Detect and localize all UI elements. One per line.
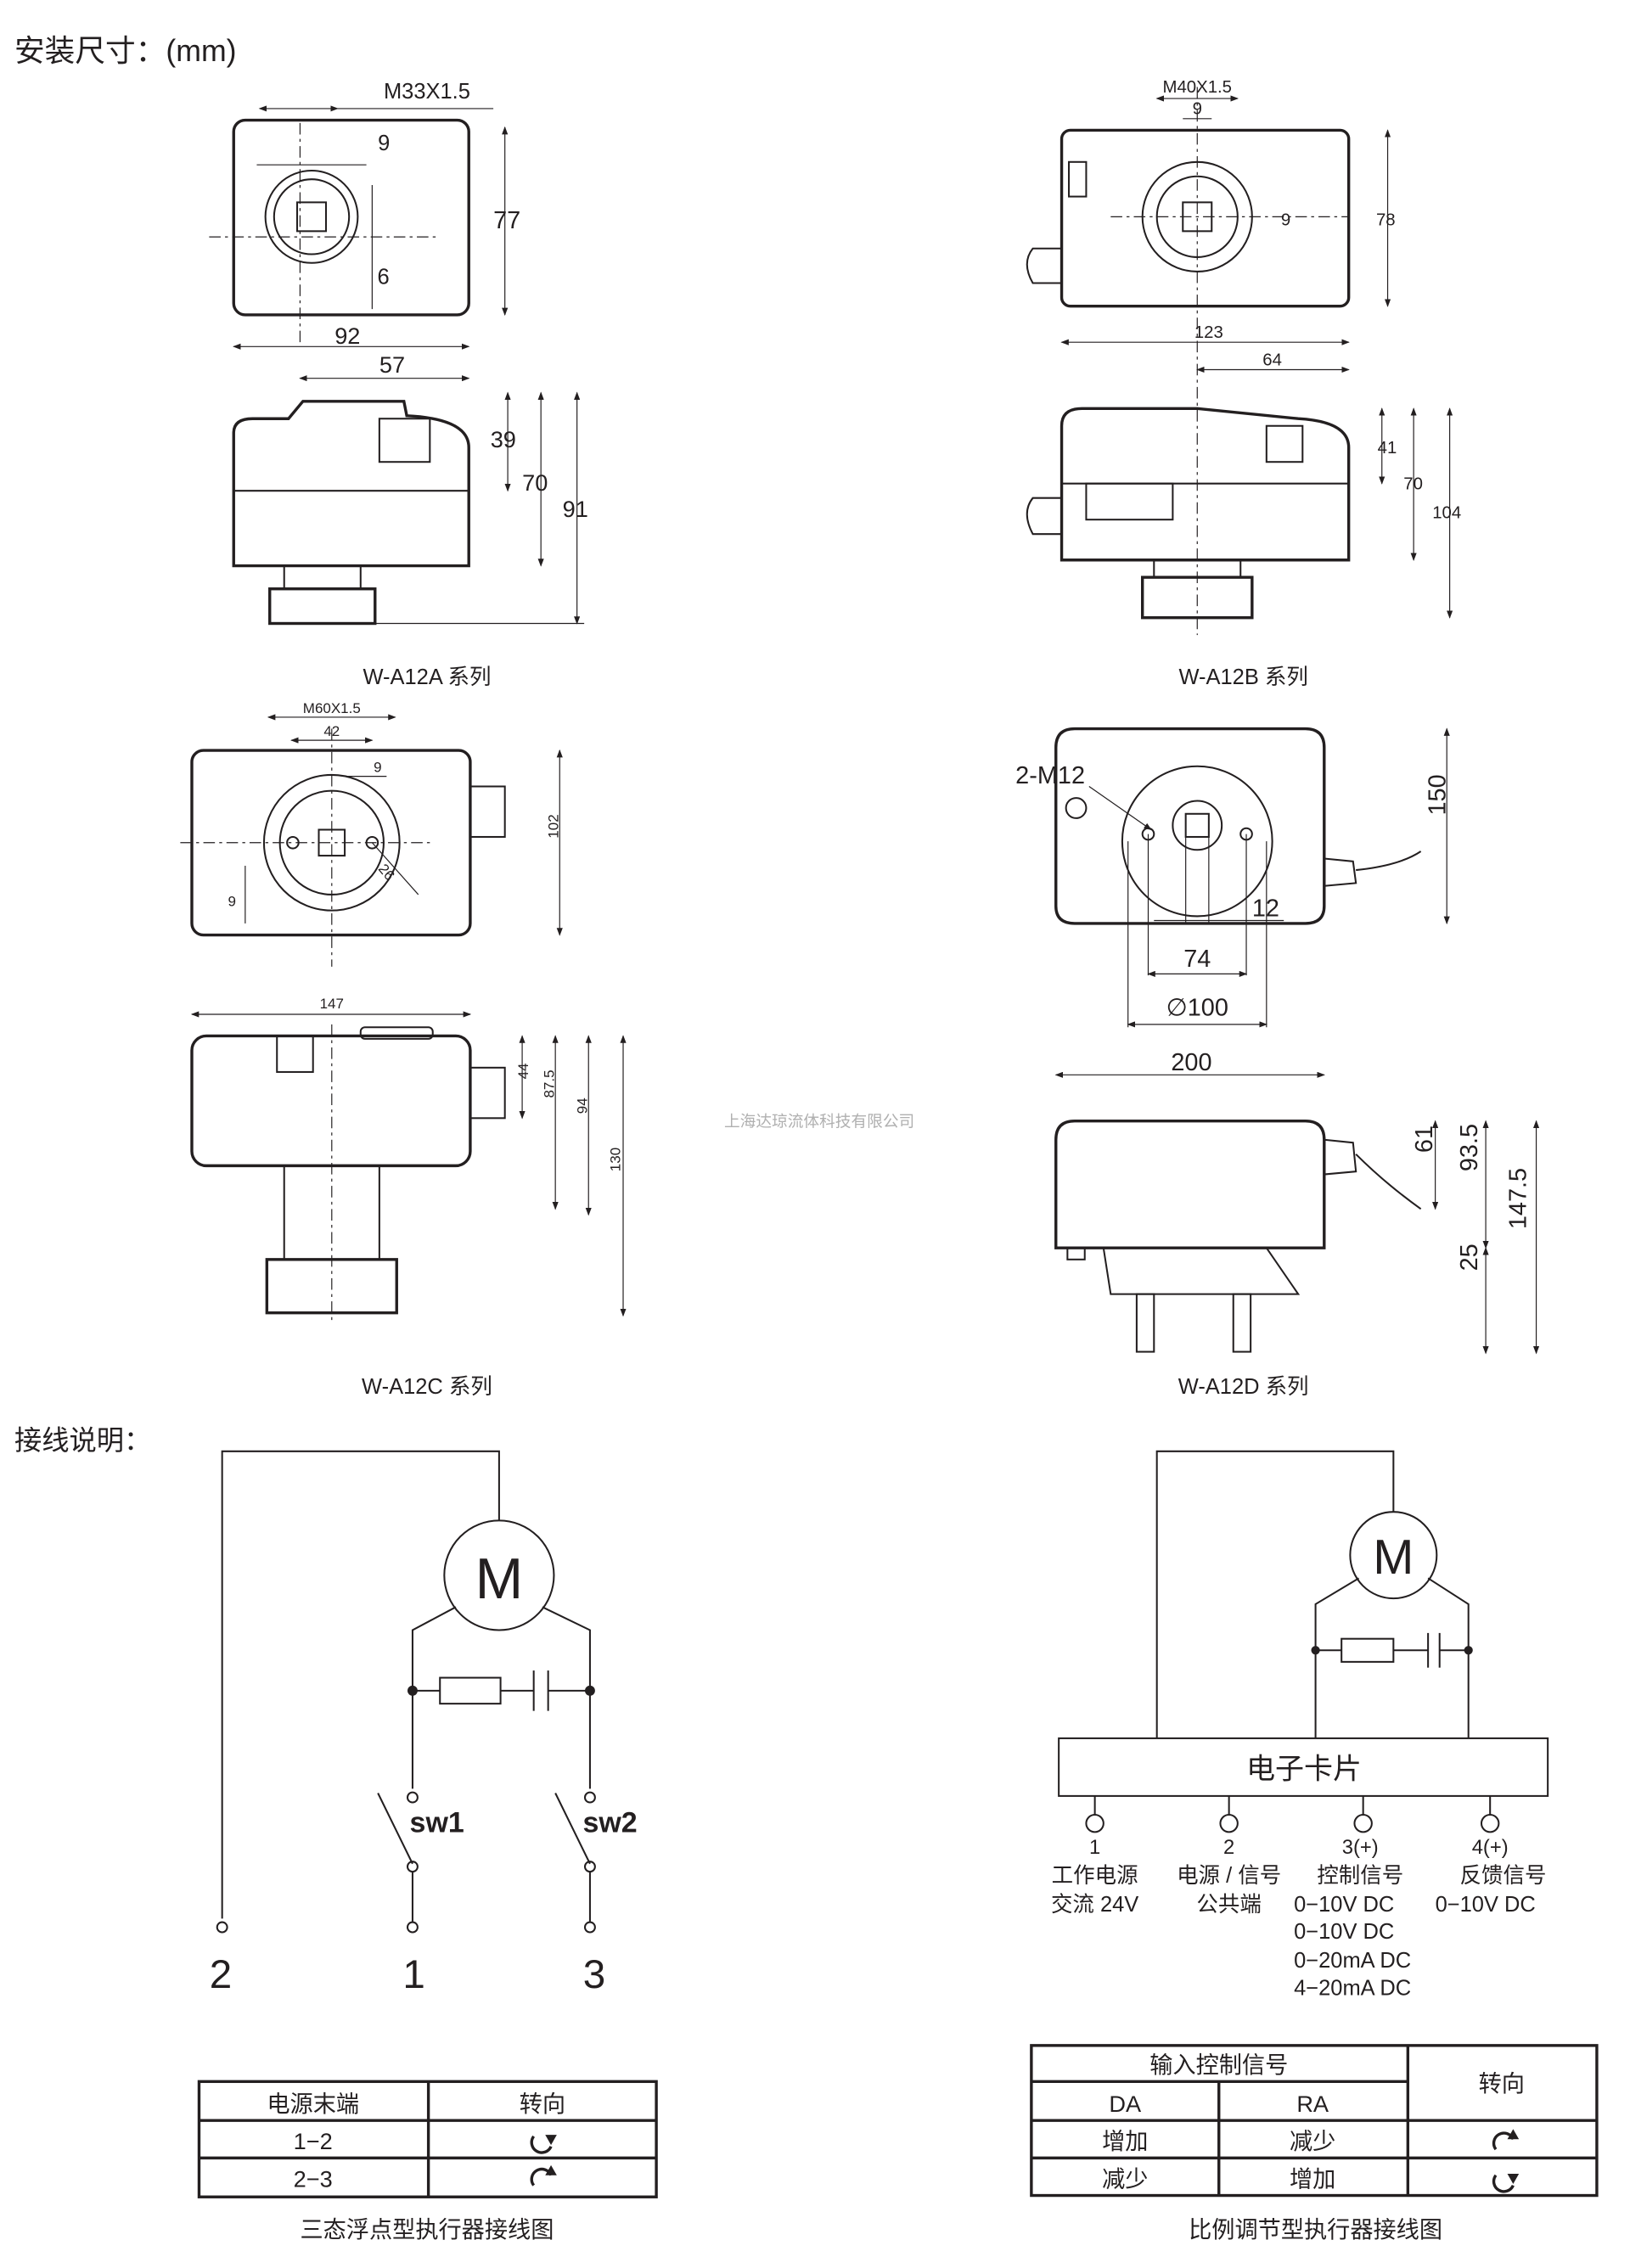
w-a12b-drawing xyxy=(1026,87,1453,636)
clockwise-icon xyxy=(1492,2174,1520,2193)
b-dim-104: 104 xyxy=(1432,503,1461,522)
d-dim-200: 200 xyxy=(1171,1049,1211,1076)
terminal-2-desc: 电源 / 信号 xyxy=(1177,1864,1281,1888)
w-a12c-drawing xyxy=(180,714,627,1321)
d-screw-label: 2-M12 xyxy=(1015,762,1085,789)
b-dim-64: 64 xyxy=(1262,351,1282,369)
b-thread-label: M40X1.5 xyxy=(1162,78,1232,97)
sw2-label: sw2 xyxy=(582,1806,637,1839)
right-motor-label: M xyxy=(1373,1530,1414,1585)
terminal-4-desc: 0−10V DC xyxy=(1436,1893,1536,1917)
counterclockwise-icon xyxy=(530,2164,557,2187)
d-dim-74: 74 xyxy=(1183,946,1211,973)
terminal-3-desc: 0−10V DC xyxy=(1294,1893,1394,1917)
terminal-3-number: 3(+) xyxy=(1342,1836,1379,1859)
terminal-3-desc: 控制信号 xyxy=(1317,1864,1403,1888)
d-dim-150: 150 xyxy=(1425,774,1452,815)
d-dim-12: 12 xyxy=(1252,895,1279,922)
w-a12a-drawing xyxy=(209,105,585,626)
c-dim-9b: 9 xyxy=(228,894,235,910)
left-direction-table xyxy=(197,2080,658,2198)
terminal-3-label: 3 xyxy=(583,1952,605,1997)
terminal-2-label: 2 xyxy=(210,1952,232,1997)
a-thread-label: M33X1.5 xyxy=(384,80,470,104)
terminal-3-desc: 0−20mA DC xyxy=(1294,1949,1411,1973)
right-table-cell: 减少 xyxy=(1102,2165,1148,2192)
b-dim-78: 78 xyxy=(1376,211,1396,230)
right-table-header-ra: RA xyxy=(1296,2091,1329,2117)
b-dim-123: 123 xyxy=(1194,323,1223,342)
proportional-wiring-diagram xyxy=(1058,1450,1549,1833)
terminal-1-label: 1 xyxy=(402,1952,424,1997)
d-caption: W-A12D 系列 xyxy=(1178,1375,1309,1399)
terminal-3-desc: 4−20mA DC xyxy=(1294,1976,1411,2000)
c-dim-94: 94 xyxy=(575,1098,591,1114)
terminal-1-number: 1 xyxy=(1089,1836,1100,1859)
left-table-header-direction: 转向 xyxy=(520,2091,565,2117)
b-dim-9b: 9 xyxy=(1281,211,1290,230)
counterclockwise-icon xyxy=(1492,2129,1520,2151)
c-dim-87-5: 87.5 xyxy=(541,1069,557,1098)
left-motor-label: M xyxy=(475,1547,524,1611)
b-dim-70: 70 xyxy=(1403,474,1423,493)
b-caption: W-A12B 系列 xyxy=(1178,665,1307,689)
sw1-label: sw1 xyxy=(410,1806,464,1839)
terminal-1-desc: 工作电源 xyxy=(1052,1864,1138,1888)
a-dim-70: 70 xyxy=(522,469,548,496)
left-caption: 三态浮点型执行器接线图 xyxy=(300,2216,554,2243)
terminal-2-number: 2 xyxy=(1223,1836,1234,1859)
a-dim-77: 77 xyxy=(493,207,520,234)
terminal-4-desc: 反馈信号 xyxy=(1460,1864,1547,1888)
clockwise-icon xyxy=(530,2135,557,2154)
right-table-cell: 减少 xyxy=(1290,2128,1335,2154)
a-dim-57: 57 xyxy=(379,351,405,378)
d-dim-100: ∅100 xyxy=(1166,995,1228,1022)
c-dim-102: 102 xyxy=(546,814,562,838)
watermark: 上海达琼流体科技有限公司 xyxy=(724,1113,914,1131)
a-dim-9a: 9 xyxy=(378,132,390,155)
w-a12d-drawing xyxy=(1054,727,1540,1355)
right-table-header-da: DA xyxy=(1109,2091,1142,2117)
d-dim-147-5: 147.5 xyxy=(1505,1168,1532,1229)
b-dim-9a: 9 xyxy=(1193,100,1202,119)
terminal-2-desc: 公共端 xyxy=(1196,1893,1261,1917)
three-state-wiring-diagram xyxy=(216,1450,596,1934)
d-dim-25: 25 xyxy=(1456,1243,1483,1271)
a-dim-39: 39 xyxy=(491,426,516,452)
dimensions-title: 安装尺寸：(mm) xyxy=(14,34,237,68)
terminal-4-number: 4(+) xyxy=(1472,1836,1509,1859)
d-dim-93-5: 93.5 xyxy=(1456,1124,1483,1171)
a-dim-9b: 9 xyxy=(378,264,390,288)
right-table-group-header: 输入控制信号 xyxy=(1149,2052,1288,2078)
terminal-1-desc: 交流 24V xyxy=(1051,1893,1138,1917)
a-dim-92: 92 xyxy=(334,323,360,349)
b-dim-41: 41 xyxy=(1378,439,1397,458)
c-caption: W-A12C 系列 xyxy=(362,1375,492,1399)
right-table-cell: 增加 xyxy=(1102,2128,1148,2154)
left-table-cell: 2−3 xyxy=(294,2165,333,2192)
left-table-header-terminal: 电源末端 xyxy=(267,2091,359,2117)
terminal-3-desc: 0−10V DC xyxy=(1294,1920,1394,1944)
wiring-title: 接线说明： xyxy=(14,1425,151,1456)
right-caption: 比例调节型执行器接线图 xyxy=(1189,2216,1442,2243)
a-caption: W-A12A 系列 xyxy=(363,665,491,689)
c-dim-44: 44 xyxy=(515,1064,531,1080)
a-dim-91: 91 xyxy=(563,496,588,522)
c-thread-label: M60X1.5 xyxy=(303,700,361,716)
electronic-card-label: 电子卡片 xyxy=(1246,1754,1362,1786)
right-table-cell: 增加 xyxy=(1290,2165,1335,2192)
d-dim-61: 61 xyxy=(1411,1126,1438,1153)
right-table-header-direction: 转向 xyxy=(1479,2070,1525,2097)
c-dim-130: 130 xyxy=(608,1148,624,1171)
c-dim-42: 42 xyxy=(323,723,340,739)
left-table-cell: 1−2 xyxy=(294,2128,333,2154)
right-direction-table xyxy=(1030,2044,1599,2198)
c-dim-9a: 9 xyxy=(374,760,381,776)
c-dim-147: 147 xyxy=(320,996,344,1012)
